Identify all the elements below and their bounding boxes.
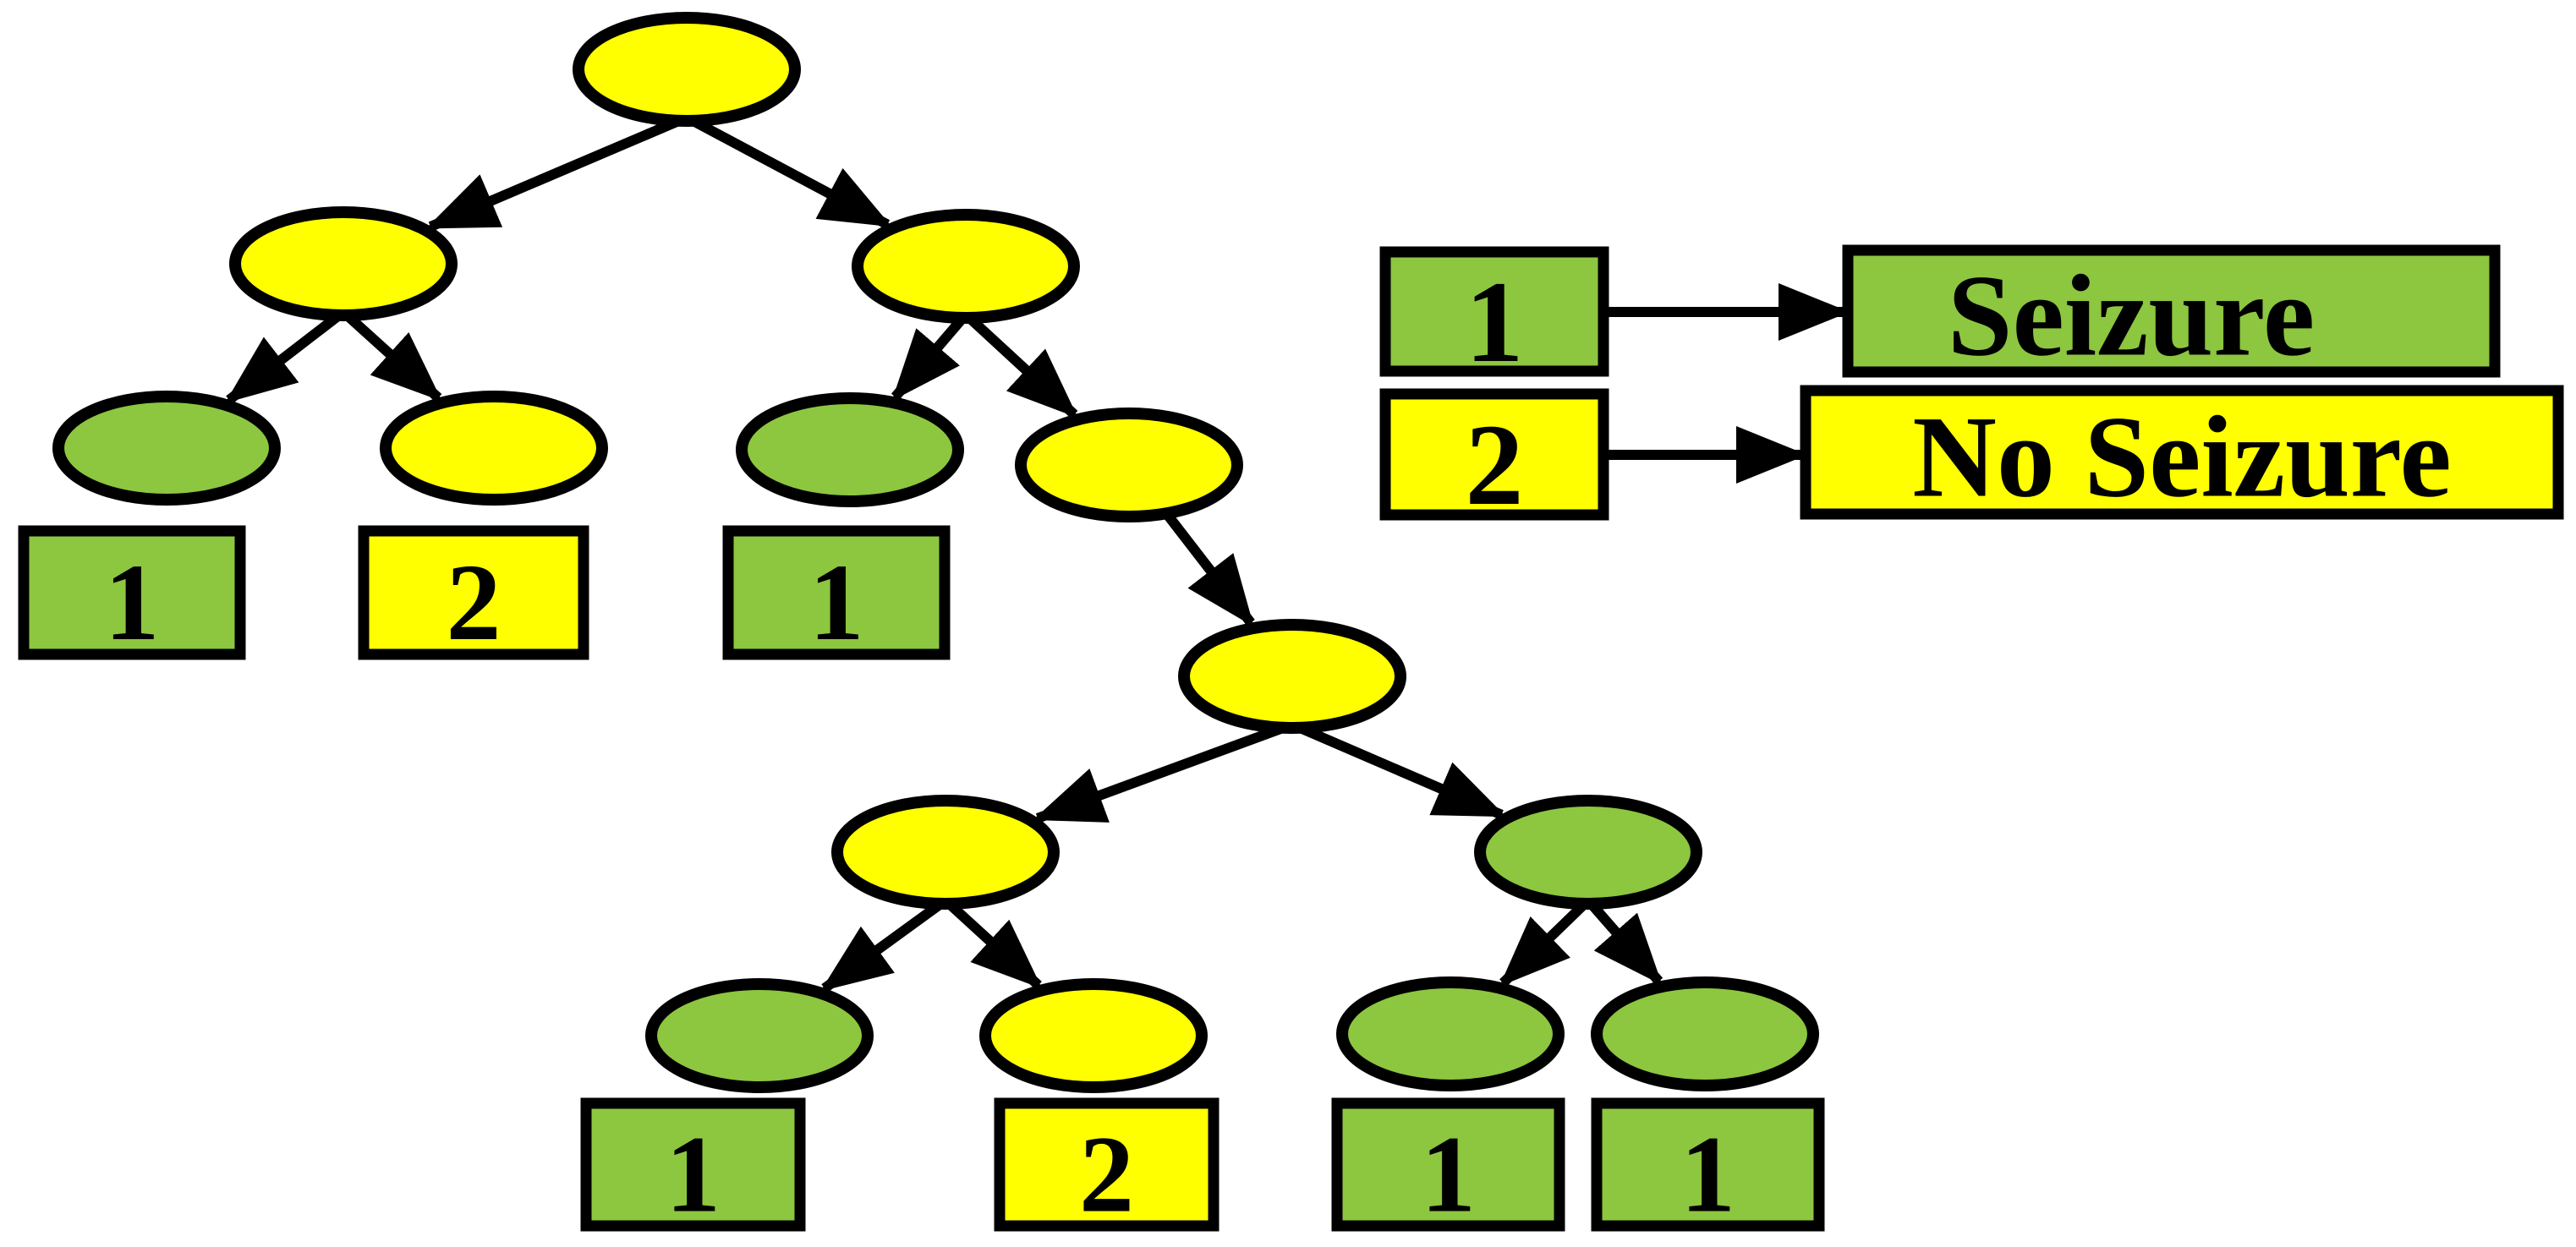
leaf-box-rl: 1 (722, 525, 951, 664)
tree-edge-n-ml-n-mll (820, 896, 949, 993)
tree-node-n-mlr (979, 978, 1208, 1093)
leaf-box-mll-rect (580, 1097, 806, 1232)
tree-node-n-l (229, 206, 458, 321)
leaf-box-ll: 1 (18, 525, 246, 664)
leaf-box-lr: 2 (358, 525, 589, 664)
leaf-box-mll: 1 (580, 1097, 806, 1236)
tree-edge-n-rr-n-m (1159, 506, 1255, 627)
legend-key-2-rect (1379, 388, 1609, 521)
tree-edge-n-r-n-rr (962, 310, 1078, 418)
leaf-box-mrl-rect (1331, 1097, 1565, 1232)
leaf-box-mlr: 2 (994, 1097, 1219, 1236)
tree-node-n-mll (645, 978, 874, 1093)
tree-node-root (573, 12, 801, 127)
leaf-box-rl-rect (722, 525, 951, 660)
tree-edge-n-l-n-lr (339, 308, 442, 402)
legend-value-seizure-label: Seizure (1948, 251, 2315, 380)
tree-node-n-r (852, 209, 1080, 324)
tree-node-n-rr (1015, 407, 1243, 522)
legend-value-no-seizure-rect (1800, 385, 2564, 520)
tree-node-n-mrr (1591, 976, 1819, 1091)
tree-node-n-m (1178, 619, 1406, 734)
tree-edge-root-n-r (684, 112, 892, 229)
leaf-box-mrl-label: 1 (1421, 1114, 1476, 1236)
leaf-box-ll-rect (18, 525, 246, 660)
legend-value-no-seizure-label: No Seizure (1912, 392, 2452, 522)
leaf-box-mll-label: 1 (666, 1114, 721, 1236)
tree-edge-n-r-n-rl (891, 311, 970, 402)
tree-edge-n-m-n-mr (1290, 719, 1506, 820)
legend-key-1: 1 (1379, 246, 1609, 386)
tree-edge-n-mr-n-mrl (1499, 896, 1592, 987)
legend-key-1-label: 1 (1466, 257, 1524, 386)
leaf-box-mrr: 1 (1591, 1097, 1825, 1236)
tree-edge-n-ml-n-mlr (941, 896, 1043, 989)
leaf-box-lr-label: 2 (447, 542, 501, 664)
tree-node-n-rl (736, 392, 964, 507)
leaf-box-mrr-label: 1 (1680, 1114, 1735, 1236)
legend-value-seizure: Seizure (1842, 244, 2501, 380)
leaf-box-rl-label: 1 (809, 542, 864, 664)
legend-key-2-label: 2 (1466, 400, 1524, 529)
leaf-box-mlr-rect (994, 1097, 1219, 1232)
tree-edge-n-mr-n-mrr (1584, 897, 1663, 986)
tree-edge-n-m-n-ml (1033, 719, 1295, 823)
legend-value-no-seizure: No Seizure (1800, 385, 2564, 522)
tree-node-n-ll (52, 391, 281, 506)
tree-node-n-lr (380, 391, 608, 506)
leaf-box-ll-label: 1 (105, 542, 160, 664)
legend-key-2: 2 (1379, 388, 1609, 529)
tree-edge-root-n-l (425, 112, 689, 232)
leaf-box-lr-rect (358, 525, 589, 660)
legend-key-1-rect (1379, 246, 1609, 377)
tree-node-n-mr (1474, 795, 1702, 910)
tree-edge-n-l-n-ll (225, 308, 347, 404)
tree-node-n-mrl (1336, 976, 1565, 1091)
leaf-box-mlr-label: 2 (1079, 1114, 1134, 1236)
leaf-box-mrr-rect (1591, 1097, 1825, 1232)
tree-node-n-ml (831, 795, 1060, 910)
leaf-box-mrl: 1 (1331, 1097, 1565, 1236)
